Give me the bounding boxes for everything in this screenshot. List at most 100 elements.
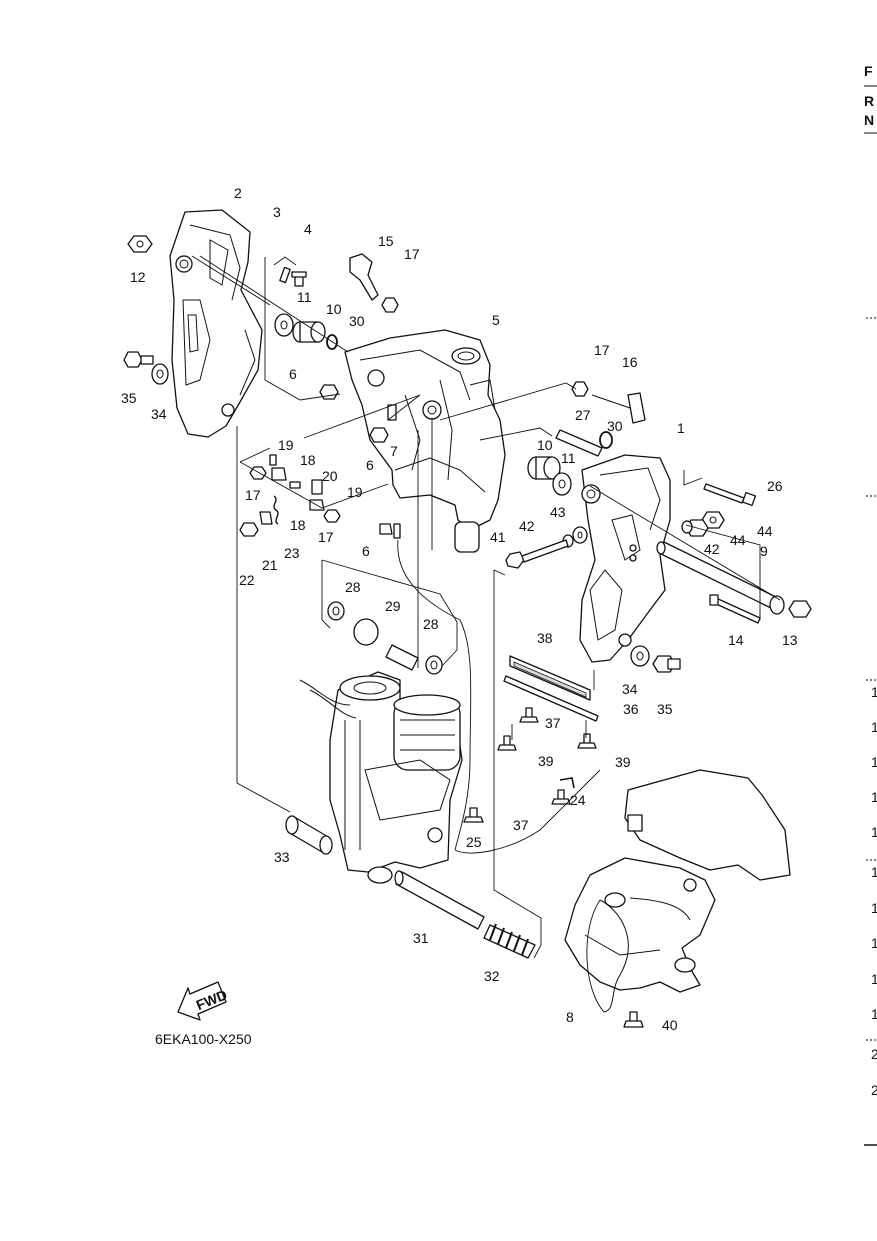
callout-14: 14 <box>728 632 744 648</box>
callout-36: 36 <box>623 701 639 717</box>
callout-28-bottom: 28 <box>423 616 439 632</box>
callout-34-right: 34 <box>622 681 638 697</box>
nut-17-right <box>571 381 589 397</box>
washer-11-left <box>274 313 294 337</box>
spring-32 <box>483 923 536 959</box>
power-trim-tilt-unit <box>299 671 463 884</box>
callout-13: 13 <box>782 632 798 648</box>
edge-fragment: 1 <box>871 719 877 735</box>
edge-fragment: 1 <box>871 789 877 805</box>
callout-19-top: 19 <box>278 437 294 453</box>
lever-15 <box>349 253 379 301</box>
callout-27: 27 <box>575 407 591 423</box>
callout-17-bottom: 17 <box>318 529 334 545</box>
callout-42-right: 42 <box>704 541 720 557</box>
callout-15: 15 <box>378 233 394 249</box>
callout-29: 29 <box>385 598 401 614</box>
edge-fragment: 1 <box>871 900 877 916</box>
callout-42-left: 42 <box>519 518 535 534</box>
edge-fragment: 1 <box>871 754 877 770</box>
callout-16: 16 <box>622 354 638 370</box>
bolt-6-middle <box>369 427 389 443</box>
pin-3 <box>279 266 291 284</box>
callout-44-left: 44 <box>730 532 746 548</box>
callout-3: 3 <box>273 204 281 220</box>
bolt-6-left <box>319 384 339 400</box>
pin-27 <box>555 429 603 457</box>
bushing-10-left <box>292 321 326 343</box>
bolt-35-right <box>652 655 681 673</box>
screw-39-left <box>497 735 517 751</box>
callout-9: 9 <box>760 543 768 559</box>
edge-fragment: 1 <box>871 864 877 880</box>
edge-fragment: 1 <box>871 1006 877 1022</box>
callout-30-right: 30 <box>607 418 623 434</box>
small-parts-cluster <box>239 454 401 539</box>
edge-fragment: R <box>864 93 874 109</box>
edge-fragment: 1 <box>871 935 877 951</box>
clamp-bracket-left <box>169 209 263 438</box>
callout-31: 31 <box>413 930 429 946</box>
ground-cable-8 <box>599 899 629 1013</box>
tube-31 <box>394 870 485 930</box>
callout-labels: 1 2 3 4 5 6 6 6 7 8 9 10 10 11 11 12 13 … <box>121 185 798 1033</box>
callout-21: 21 <box>262 557 278 573</box>
callout-22: 22 <box>239 572 255 588</box>
washer-43 <box>572 526 588 544</box>
tilt-shaft-9 <box>656 541 785 615</box>
callout-11-right: 11 <box>561 450 576 466</box>
bolt-41 <box>505 539 569 569</box>
bushing-10-right <box>527 456 561 480</box>
washer-42-right <box>681 520 693 534</box>
diagram-code: 6EKA100-X250 <box>155 1031 252 1047</box>
callout-6-left: 6 <box>289 366 297 382</box>
callout-25: 25 <box>466 834 482 850</box>
circlip-30-left <box>326 334 338 350</box>
washer-11-right <box>552 472 572 496</box>
bushing-28-bottom <box>425 655 443 675</box>
bolt-12 <box>127 235 153 253</box>
screw-25 <box>463 807 484 823</box>
screw-37-bottom <box>551 789 571 805</box>
edge-fragment: 1 <box>871 684 877 700</box>
washer-34-right <box>630 645 650 667</box>
callout-30-left: 30 <box>349 313 365 329</box>
callout-1: 1 <box>677 420 685 436</box>
right-edge-column: F R N 1 1 1 1 1 1 1 1 1 1 2 2 <box>864 63 877 1146</box>
callout-8: 8 <box>566 1009 574 1025</box>
edge-fragment: N <box>864 112 874 128</box>
callout-38: 38 <box>537 630 553 646</box>
leader-lines <box>191 255 781 1013</box>
callout-7: 7 <box>390 443 398 459</box>
edge-fragment: 1 <box>871 971 877 987</box>
bolt-35-left <box>123 351 154 368</box>
bushing-28-top <box>327 601 345 621</box>
bolt-26 <box>703 483 757 507</box>
bolt-13 <box>788 600 812 618</box>
callout-10-left: 10 <box>326 301 342 317</box>
edge-fragment: 2 <box>871 1082 877 1098</box>
callout-6-lower: 6 <box>362 543 370 559</box>
bolt-40 <box>623 1011 644 1028</box>
callout-5: 5 <box>492 312 500 328</box>
callout-41: 41 <box>490 529 506 545</box>
lever-16 <box>591 392 646 424</box>
bushing-33 <box>285 815 333 855</box>
callout-26: 26 <box>767 478 783 494</box>
clip-24 <box>559 777 575 789</box>
callout-18-bottom: 18 <box>290 517 306 533</box>
callout-12: 12 <box>130 269 146 285</box>
lower-housing <box>564 769 791 993</box>
callout-11-left: 11 <box>297 289 312 305</box>
callout-43: 43 <box>550 504 566 520</box>
callout-35-right: 35 <box>657 701 673 717</box>
nut-17-top <box>381 297 399 313</box>
screw-39-right <box>577 733 597 749</box>
bolt-14 <box>709 594 761 624</box>
callout-39-right: 39 <box>615 754 631 770</box>
callout-17-right: 17 <box>594 342 610 358</box>
screw-4 <box>291 271 307 287</box>
callout-6-middle: 6 <box>366 457 374 473</box>
callout-17-left: 17 <box>245 487 261 503</box>
